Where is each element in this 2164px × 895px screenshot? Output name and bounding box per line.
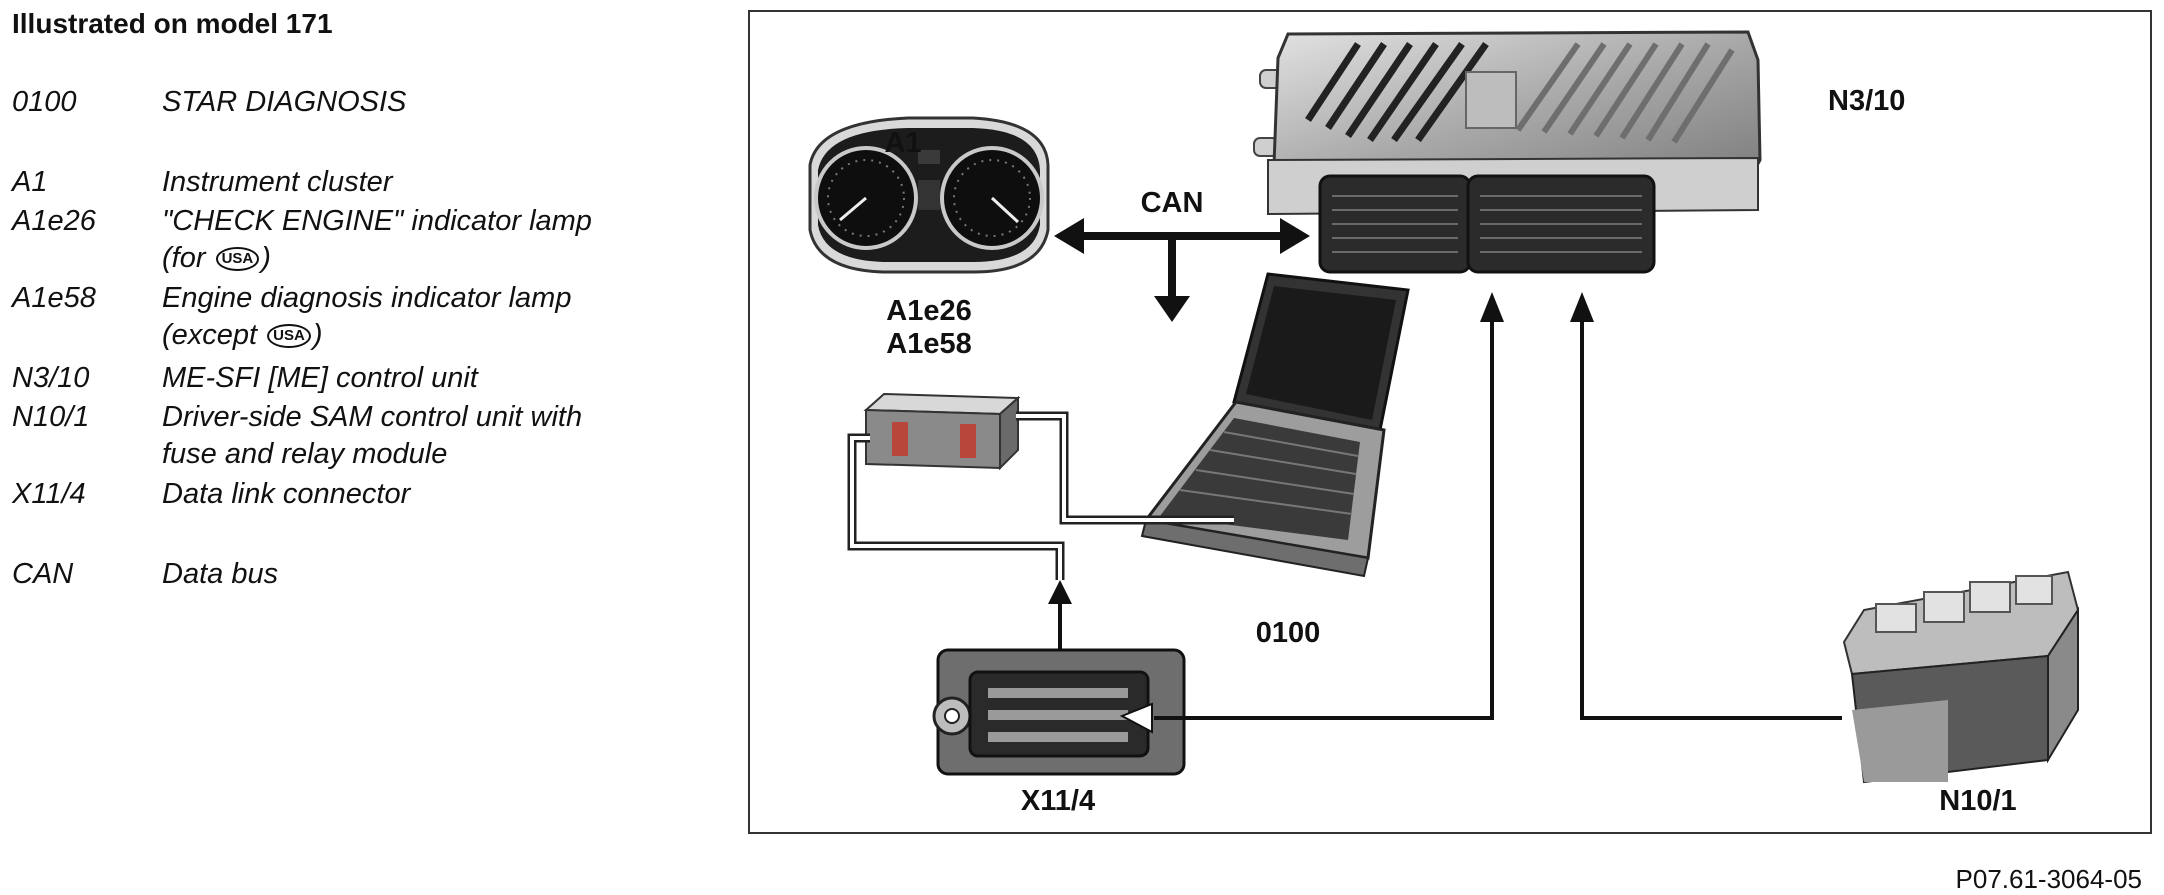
legend-desc-line2: (except USA): [162, 317, 662, 354]
legend-desc-block: Engine diagnosis indicator lamp (except …: [162, 280, 662, 354]
legend-code: A1: [12, 166, 48, 198]
line-x11-4-to-ecu: [1154, 308, 1494, 720]
legend-desc: "CHECK ENGINE" indicator lamp: [162, 205, 592, 237]
legend-desc-block: Driver-side SAM control unit with fuse a…: [162, 399, 662, 473]
legend-desc: ME-SFI [ME] control unit: [162, 362, 478, 394]
legend-code: 0100: [12, 86, 77, 118]
legend-desc-suffix: ): [312, 319, 323, 351]
line-n10-1-to-ecu: [1580, 308, 1842, 720]
can-bus-arrows: [1054, 218, 1310, 322]
usa-badge: USA: [215, 247, 260, 271]
legend-desc-line2: (for USA): [162, 240, 662, 277]
label-a1: A1: [884, 127, 921, 159]
legend-desc: STAR DIAGNOSIS: [162, 86, 407, 118]
legend-desc: Instrument cluster: [162, 166, 393, 198]
label-x11-4: X11/4: [1021, 785, 1095, 817]
label-n3-10: N3/10: [1828, 85, 1905, 117]
legend-desc-line2: fuse and relay module: [162, 438, 448, 470]
label-can: CAN: [1141, 187, 1204, 219]
legend-code: X11/4: [12, 478, 86, 510]
legend-desc: Data link connector: [162, 478, 411, 510]
legend-code: A1e26: [12, 205, 96, 237]
arrow-head-left: [1054, 218, 1084, 254]
legend-desc-prefix: (except: [162, 319, 258, 351]
label-0100: 0100: [1256, 617, 1321, 649]
star-diagnosis-laptop: [1140, 272, 1410, 578]
legend-code: N3/10: [12, 362, 90, 394]
arrow-head-right: [1280, 218, 1310, 254]
figure-id: P07.61-3064-05: [1955, 864, 2142, 894]
label-a1e26: A1e26: [886, 295, 971, 327]
legend-desc: Engine diagnosis indicator lamp: [162, 282, 572, 314]
sam-control-unit-n10-1: [1842, 570, 2080, 784]
legend-code: A1e58: [12, 282, 96, 314]
instrument-cluster-a1: [808, 116, 1050, 274]
legend-code: CAN: [12, 558, 74, 590]
diagram-frame: [748, 10, 2152, 834]
wiring-diagram: A1 A1e26 A1e58 CAN: [808, 30, 2080, 817]
legend-desc-block: "CHECK ENGINE" indicator lamp (for USA): [162, 203, 662, 277]
legend-desc: Driver-side SAM control unit with: [162, 401, 583, 433]
data-link-connector-x11-4: [932, 648, 1186, 776]
star-diagnosis-interface: [863, 392, 1021, 471]
arrow-head-down: [1154, 296, 1190, 322]
label-a1e58: A1e58: [886, 328, 971, 360]
label-n10-1: N10/1: [1939, 785, 2016, 817]
ecu-n3-10: [1253, 30, 1762, 274]
legend-desc-prefix: (for: [162, 242, 206, 274]
usa-badge: USA: [267, 324, 311, 348]
legend-code: N10/1: [12, 401, 90, 433]
legend-desc: Data bus: [162, 558, 279, 590]
legend-title: Illustrated on model 171: [12, 8, 333, 39]
legend-desc-suffix: ): [261, 242, 271, 274]
